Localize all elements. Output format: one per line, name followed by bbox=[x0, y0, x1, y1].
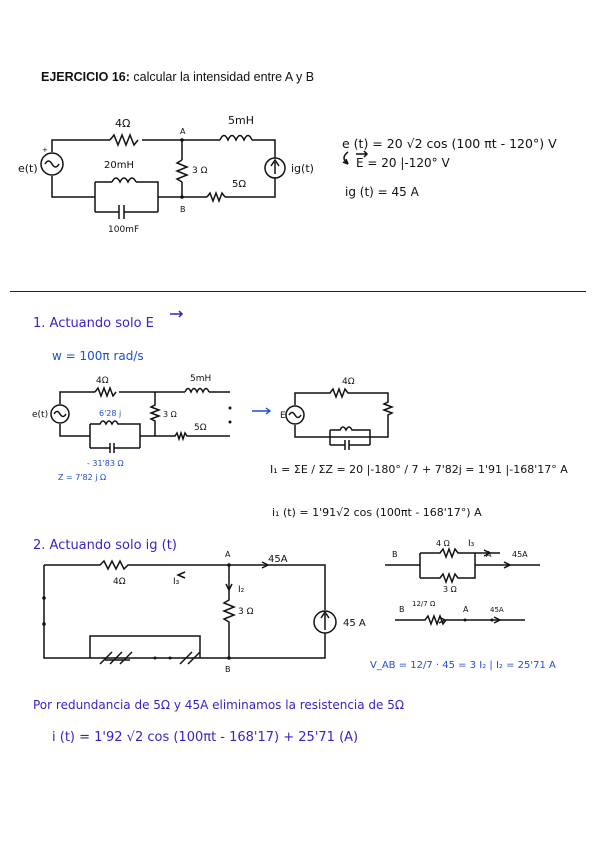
exercise-task: calcular la intensidad entre A y B bbox=[133, 70, 315, 84]
label-node-a: A bbox=[180, 127, 186, 136]
label-l20mh: 20mH bbox=[104, 160, 134, 171]
p2-label-source: 45 A bbox=[343, 618, 366, 629]
p2-vab-equation: V_AB = 12/7 · 45 = 3 I₂ | I₂ = 25'71 A bbox=[370, 660, 556, 671]
part1-simplified-circuit bbox=[252, 386, 395, 450]
p2-label-node-a: A bbox=[225, 550, 231, 559]
p2-side-sketch-2 bbox=[395, 613, 525, 627]
label-c100mf: 100mF bbox=[108, 225, 139, 235]
p2-label-i3: I₃ bbox=[173, 577, 180, 587]
p2-side1-r3: 3 Ω bbox=[443, 585, 457, 594]
resistor-3ohm-zigzag bbox=[174, 159, 190, 183]
svg-text:+: + bbox=[42, 146, 48, 154]
inductor-5mh-coil bbox=[219, 134, 253, 142]
eq-ig: ig (t) = 45 A bbox=[345, 185, 420, 199]
p2-label-r3: 3 Ω bbox=[238, 607, 254, 617]
p2-side2-r: 12/7 Ω bbox=[412, 600, 436, 608]
p1-label-src: e(t) bbox=[32, 410, 48, 420]
p1-simple-e: E bbox=[280, 411, 286, 421]
p2-label-45a: 45A bbox=[268, 554, 288, 565]
p1-label-r5: 5Ω bbox=[194, 423, 207, 433]
p1-label-l5: 5mH bbox=[190, 374, 211, 384]
p2-side2-45: 45A bbox=[490, 606, 504, 614]
p1-label-r3: 3 Ω bbox=[163, 410, 177, 419]
eq-e-phasor: E = 20 |-120° V bbox=[356, 156, 450, 170]
p1-current-phasor: I₁ = ΣE / ΣZ = 20 |-180° / 7 + 7'82j = 1… bbox=[270, 463, 568, 476]
part1-title: 1. Actuando solo E bbox=[33, 316, 154, 331]
p2-side1-b: B bbox=[392, 550, 398, 559]
inductor-20mh-coil bbox=[111, 177, 137, 184]
label-source-e: e(t) bbox=[18, 162, 38, 175]
section-divider bbox=[10, 291, 586, 292]
label-r3: 3 Ω bbox=[192, 166, 208, 176]
main-circuit: + bbox=[40, 132, 286, 219]
part1-omega: w = 100π rad/s bbox=[52, 349, 144, 363]
label-node-b: B bbox=[180, 205, 186, 214]
eq-e-time: e (t) = 20 √2 cos (100 πt - 120°) V bbox=[342, 136, 557, 151]
p2-label-r4: 4Ω bbox=[113, 577, 126, 587]
p1-z-equivalent: Z = 7'82 j Ω bbox=[58, 473, 106, 482]
conclusion-line1: Por redundancia de 5Ω y 45A eliminamos l… bbox=[33, 698, 404, 712]
resistor-4ohm-zigzag bbox=[109, 132, 139, 148]
p2-side1-i3: I₃ bbox=[468, 539, 475, 549]
p1-cap-impedance: - 31'83 Ω bbox=[87, 459, 124, 468]
voltage-source-e-circle bbox=[40, 152, 64, 176]
label-r5: 5Ω bbox=[232, 179, 246, 190]
p1-simple-r4: 4Ω bbox=[342, 377, 355, 387]
p2-label-i2: I₂ bbox=[238, 585, 245, 595]
p2-side-sketch-1 bbox=[385, 546, 540, 585]
label-l5mh: 5mH bbox=[228, 114, 254, 127]
p1-label-j628: 6'28 j bbox=[99, 409, 121, 418]
exercise-number: EJERCICIO 16: bbox=[41, 70, 130, 84]
p2-side1-a: A bbox=[486, 550, 492, 559]
eq-arrow bbox=[342, 151, 349, 165]
p1-label-r4: 4Ω bbox=[96, 376, 109, 386]
part1-circuit bbox=[50, 385, 232, 453]
conclusion-line2: i (t) = 1'92 √2 cos (100πt - 168'17) + 2… bbox=[52, 730, 358, 745]
p1-current-time: i₁ (t) = 1'91√2 cos (100πt - 168'17°) A bbox=[272, 506, 482, 519]
label-r4: 4Ω bbox=[115, 117, 130, 130]
p2-side1-45: 45A bbox=[512, 550, 528, 559]
p2-label-node-b: B bbox=[225, 665, 231, 674]
label-source-ig: ig(t) bbox=[291, 162, 314, 175]
exercise-header: EJERCICIO 16: calcular la intensidad ent… bbox=[41, 70, 314, 84]
p2-side2-a: A bbox=[463, 605, 469, 614]
part2-circuit bbox=[42, 559, 337, 665]
p2-side1-r4: 4 Ω bbox=[436, 539, 450, 548]
part2-title: 2. Actuando solo ig (t) bbox=[33, 538, 177, 553]
resistor-5ohm-zigzag bbox=[206, 190, 226, 204]
p2-side2-b: B bbox=[399, 605, 405, 614]
